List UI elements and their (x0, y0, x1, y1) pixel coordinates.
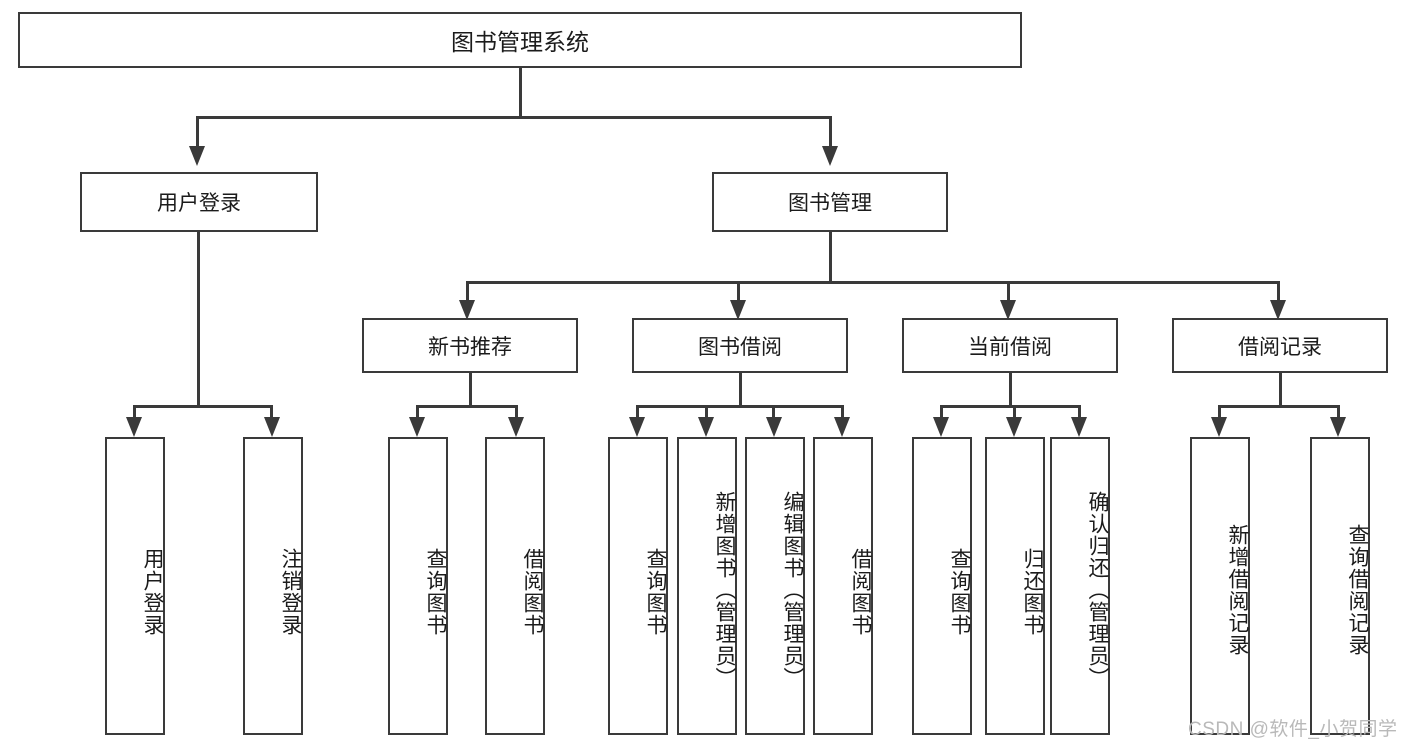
arrow-cb-leaf-3 (1071, 417, 1087, 437)
edge-new-book-rec-drop-1 (416, 405, 419, 419)
edge-book-manage-bus (466, 281, 1280, 284)
leaf-edit-book-admin[interactable]: 编辑图书（管理员） (745, 437, 805, 735)
edge-root-drop-right (829, 116, 832, 146)
node-book-borrow[interactable]: 图书借阅 (632, 318, 848, 373)
leaf-query-book-nbr-label: 查询图书 (424, 548, 447, 636)
edge-root-drop-left (196, 116, 199, 146)
edge-book-borrow-stem (739, 373, 742, 405)
edge-bb-drop-3 (772, 405, 775, 419)
leaf-query-book-bb-label: 查询图书 (644, 548, 667, 636)
leaf-borrow-book-nbr-label: 借阅图书 (521, 548, 544, 636)
leaf-confirm-return-admin[interactable]: 确认归还（管理员） (1050, 437, 1110, 735)
edge-new-book-rec-bus (416, 405, 518, 408)
arrow-to-current-borrow (1000, 300, 1016, 320)
csdn-watermark: CSDN @软件_小贺同学 (1188, 719, 1398, 740)
leaf-borrow-book-nbr[interactable]: 借阅图书 (485, 437, 545, 735)
node-root[interactable]: 图书管理系统 (18, 12, 1022, 68)
edge-user-login-stem (197, 232, 200, 405)
edge-book-manage-drop-3 (1007, 281, 1010, 313)
leaf-borrow-book-bb-label: 借阅图书 (849, 548, 872, 636)
node-book-manage-label: 图书管理 (788, 192, 872, 215)
node-borrow-record[interactable]: 借阅记录 (1172, 318, 1388, 373)
node-book-manage[interactable]: 图书管理 (712, 172, 948, 232)
edge-book-manage-drop-4 (1277, 281, 1280, 313)
node-new-book-recommend-label: 新书推荐 (428, 335, 512, 359)
edge-book-manage-drop-1 (466, 281, 469, 313)
leaf-query-borrow-record-label: 查询借阅记录 (1346, 524, 1369, 656)
arrow-to-book-manage (822, 146, 838, 166)
arrow-nbr-leaf-1 (409, 417, 425, 437)
edge-cb-drop-2 (1013, 405, 1016, 419)
edge-user-login-bus (133, 405, 273, 408)
arrow-bb-leaf-1 (629, 417, 645, 437)
leaf-user-login[interactable]: 用户登录 (105, 437, 165, 735)
leaf-add-book-admin-label: 新增图书（管理员） (713, 491, 736, 689)
edge-cb-drop-1 (940, 405, 943, 419)
edge-borrow-record-bus (1218, 405, 1340, 408)
edge-br-drop-2 (1337, 405, 1340, 419)
edge-borrow-record-stem (1279, 373, 1282, 405)
edge-bb-drop-2 (705, 405, 708, 419)
arrow-bb-leaf-3 (766, 417, 782, 437)
leaf-add-borrow-record-label: 新增借阅记录 (1226, 524, 1249, 656)
edge-root-bus (196, 116, 832, 119)
edge-br-drop-1 (1218, 405, 1221, 419)
leaf-user-login-label: 用户登录 (141, 548, 164, 636)
edge-root-stem (519, 68, 522, 116)
leaf-confirm-return-admin-label: 确认归还（管理员） (1086, 491, 1109, 689)
edge-new-book-rec-drop-2 (515, 405, 518, 419)
leaf-query-book-nbr[interactable]: 查询图书 (388, 437, 448, 735)
arrow-bb-leaf-2 (698, 417, 714, 437)
leaf-return-book-label: 归还图书 (1021, 548, 1044, 636)
edge-book-manage-stem (829, 232, 832, 281)
node-current-borrow[interactable]: 当前借阅 (902, 318, 1118, 373)
arrow-nbr-leaf-2 (508, 417, 524, 437)
edge-book-manage-drop-2 (737, 281, 740, 313)
arrow-to-leaf-logout (264, 417, 280, 437)
arrow-to-leaf-user-login (126, 417, 142, 437)
edge-current-borrow-stem (1009, 373, 1012, 405)
edge-bb-drop-1 (636, 405, 639, 419)
leaf-query-borrow-record[interactable]: 查询借阅记录 (1310, 437, 1370, 735)
arrow-to-book-borrow (730, 300, 746, 320)
node-root-label: 图书管理系统 (451, 29, 589, 55)
edge-user-login-drop-2 (270, 405, 273, 419)
node-current-borrow-label: 当前借阅 (968, 335, 1052, 359)
node-book-borrow-label: 图书借阅 (698, 335, 782, 359)
edge-user-login-drop-1 (133, 405, 136, 419)
edge-bb-drop-4 (841, 405, 844, 419)
arrow-cb-leaf-1 (933, 417, 949, 437)
edge-book-borrow-bus (636, 405, 844, 408)
arrow-br-leaf-2 (1330, 417, 1346, 437)
leaf-query-book-bb[interactable]: 查询图书 (608, 437, 668, 735)
node-user-login[interactable]: 用户登录 (80, 172, 318, 232)
edge-new-book-rec-stem (469, 373, 472, 405)
edge-cb-drop-3 (1078, 405, 1081, 419)
arrow-cb-leaf-2 (1006, 417, 1022, 437)
arrow-to-new-book-rec (459, 300, 475, 320)
leaf-logout[interactable]: 注销登录 (243, 437, 303, 735)
leaf-query-book-cb-label: 查询图书 (948, 548, 971, 636)
node-user-login-label: 用户登录 (157, 192, 241, 215)
node-borrow-record-label: 借阅记录 (1238, 335, 1322, 359)
arrow-br-leaf-1 (1211, 417, 1227, 437)
arrow-to-borrow-record (1270, 300, 1286, 320)
leaf-return-book[interactable]: 归还图书 (985, 437, 1045, 735)
leaf-add-book-admin[interactable]: 新增图书（管理员） (677, 437, 737, 735)
leaf-borrow-book-bb[interactable]: 借阅图书 (813, 437, 873, 735)
edge-current-borrow-bus (940, 405, 1081, 408)
leaf-query-book-cb[interactable]: 查询图书 (912, 437, 972, 735)
leaf-logout-label: 注销登录 (279, 548, 302, 636)
node-new-book-recommend[interactable]: 新书推荐 (362, 318, 578, 373)
leaf-edit-book-admin-label: 编辑图书（管理员） (781, 491, 804, 689)
arrow-to-user-login (189, 146, 205, 166)
leaf-add-borrow-record[interactable]: 新增借阅记录 (1190, 437, 1250, 735)
arrow-bb-leaf-4 (834, 417, 850, 437)
